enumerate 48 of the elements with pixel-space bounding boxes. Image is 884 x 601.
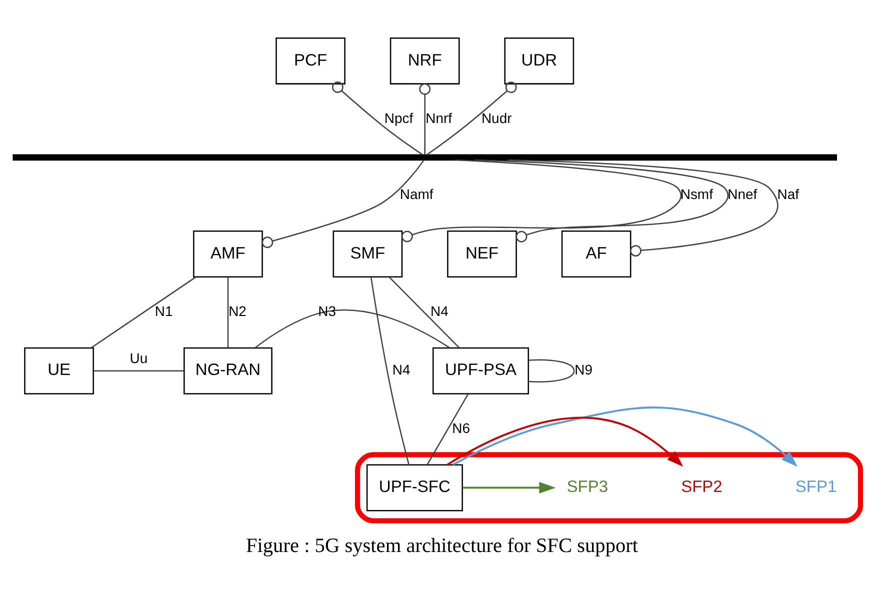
node-box: PCF — [276, 36, 346, 84]
edge-label: N4 — [430, 302, 448, 318]
edge-label: N4 — [392, 360, 410, 377]
connector — [332, 81, 424, 155]
node-box: UE — [24, 346, 94, 394]
node-bar — [12, 154, 838, 160]
node-box: NG-RAN — [184, 346, 272, 394]
node-box: NRF — [390, 36, 460, 84]
arrow — [452, 406, 798, 466]
edge-label: Npcf — [384, 109, 414, 126]
connector — [401, 158, 682, 242]
node-box: AF — [561, 230, 632, 277]
edge-label: Nsmf — [680, 186, 713, 202]
node-box: AMF — [193, 230, 263, 277]
edge-label: N1 — [154, 302, 173, 318]
edge-label: N9 — [574, 360, 593, 377]
caption: Figure : 5G system architecture for SFC support — [246, 534, 638, 557]
connector — [419, 82, 431, 154]
edge-label: Nnef — [728, 186, 758, 202]
connector — [370, 276, 410, 464]
connector — [426, 81, 517, 155]
node-text: SFP2 — [681, 478, 722, 496]
connector — [254, 308, 450, 348]
connector — [508, 158, 778, 256]
node-text: SFP1 — [795, 478, 837, 496]
connector — [528, 358, 575, 382]
connector — [227, 276, 229, 348]
connector — [90, 276, 196, 348]
edge-label: Nnrf — [426, 109, 452, 126]
node-box: NEF — [447, 230, 517, 277]
edge-label: N6 — [452, 419, 470, 436]
arrow — [446, 416, 684, 466]
node-box: UPF-PSA — [432, 346, 529, 394]
arrow — [462, 481, 556, 493]
node-text: SFP3 — [566, 478, 608, 496]
node-box: UDR — [504, 36, 574, 84]
node-box: UPF-SFC — [366, 464, 463, 511]
connector — [426, 393, 469, 464]
connector — [262, 159, 424, 248]
edge-label: N2 — [228, 302, 246, 318]
edge-label: Uu — [130, 349, 148, 366]
connector — [94, 370, 184, 371]
node-box: SMF — [332, 230, 403, 277]
connector — [474, 158, 728, 242]
edge-label: Namf — [400, 186, 434, 202]
edge-label: Naf — [777, 186, 799, 202]
connector — [389, 276, 460, 348]
edge-label: Nudr — [481, 109, 512, 126]
